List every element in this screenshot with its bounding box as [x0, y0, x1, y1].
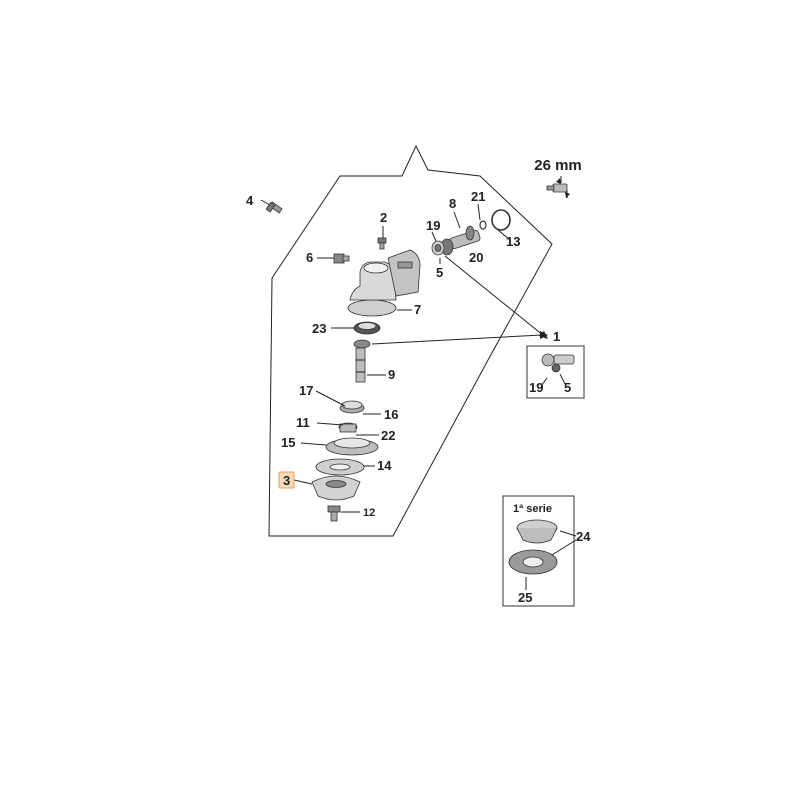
- callout-6-label: 6: [306, 250, 313, 265]
- callout-13-label: 13: [506, 234, 520, 249]
- callout-21[interactable]: 21: [471, 189, 485, 204]
- part-22-spacer: [338, 422, 358, 433]
- callout-19-inset-label: 19: [529, 380, 543, 395]
- inset-box-part-1: [526, 345, 585, 399]
- part-23-bearing: [353, 321, 381, 335]
- callout-4-label: 4: [246, 193, 254, 208]
- callout-13[interactable]: 13: [506, 234, 520, 249]
- callout-25[interactable]: 25: [518, 590, 532, 605]
- inset-part-25-disc: [508, 549, 558, 575]
- callout-15[interactable]: 15: [281, 435, 295, 450]
- inset-part-1-assembly: [541, 353, 575, 373]
- callout-11-label: 11: [296, 415, 310, 430]
- callout-6[interactable]: 6: [306, 250, 313, 265]
- callout-3-label: 3: [283, 473, 290, 488]
- callout-22-label: 22: [381, 428, 395, 443]
- leader-lines: [260, 199, 577, 590]
- callout-19[interactable]: 19: [426, 218, 440, 233]
- callout-2[interactable]: 2: [380, 210, 387, 225]
- inset-part-24-cup: [516, 519, 558, 544]
- callout-12[interactable]: 12: [363, 507, 375, 519]
- callout-1[interactable]: 1: [553, 329, 560, 344]
- part-7-gear-housing: [347, 249, 421, 317]
- part-15-flange: [325, 437, 379, 456]
- highlight-box: [278, 471, 295, 489]
- part-12-bolt: [327, 505, 341, 522]
- dimension-part-icon: [546, 176, 570, 198]
- callout-9-label: 9: [388, 367, 395, 382]
- callout-25-label: 25: [518, 590, 532, 605]
- callout-19-inset[interactable]: 19: [529, 380, 543, 395]
- callout-22[interactable]: 22: [381, 428, 395, 443]
- part-13-circlip: [491, 209, 511, 231]
- callout-23-label: 23: [312, 321, 326, 336]
- part-4-bolt: [265, 201, 283, 214]
- callout-21-label: 21: [471, 189, 485, 204]
- part-21-ring: [479, 220, 487, 230]
- assembly-boundary: [268, 144, 553, 537]
- part-3-cup: [311, 475, 361, 501]
- callout-19-label: 19: [426, 218, 440, 233]
- callout-23[interactable]: 23: [312, 321, 326, 336]
- callout-20[interactable]: 20: [469, 250, 483, 265]
- callout-8-label: 8: [449, 196, 456, 211]
- callout-5-inset-label: 5: [564, 380, 571, 395]
- callout-5[interactable]: 5: [436, 265, 443, 280]
- callout-7[interactable]: 7: [414, 302, 421, 317]
- callout-11[interactable]: 11: [296, 415, 310, 430]
- callout-16[interactable]: 16: [384, 407, 398, 422]
- callout-5-inset[interactable]: 5: [564, 380, 571, 395]
- callout-12-label: 12: [363, 507, 375, 519]
- part-9-output-shaft: [353, 339, 371, 383]
- callout-20-label: 20: [469, 250, 483, 265]
- callout-14-label: 14: [377, 458, 392, 473]
- inset-box-series: [502, 495, 575, 607]
- callout-1-label: 1: [553, 329, 560, 344]
- part-2-screw: [377, 237, 387, 250]
- inset-series-label: 1ª serie: [513, 503, 552, 515]
- dimension-detail: 26 mm: [534, 157, 582, 198]
- callout-24-label: 24: [576, 529, 591, 544]
- part-19-bearing: [431, 240, 445, 256]
- part-6-bolt: [333, 253, 350, 264]
- dimension-label: 26 mm: [534, 157, 582, 174]
- callout-17-label: 17: [299, 383, 313, 398]
- callout-5-label: 5: [436, 265, 443, 280]
- callout-8[interactable]: 8: [449, 196, 456, 211]
- callout-9[interactable]: 9: [388, 367, 395, 382]
- callout-2-label: 2: [380, 210, 387, 225]
- part-16-nut: [339, 400, 365, 414]
- callout-14[interactable]: 14: [377, 458, 392, 473]
- callout-16-label: 16: [384, 407, 398, 422]
- callout-7-label: 7: [414, 302, 421, 317]
- callout-3[interactable]: 3: [283, 473, 290, 488]
- callout-17[interactable]: 17: [299, 383, 313, 398]
- callout-15-label: 15: [281, 435, 295, 450]
- part-14-disc: [315, 458, 365, 476]
- part-8-pinion-shaft: [440, 225, 481, 256]
- callout-24[interactable]: 24: [576, 529, 591, 544]
- callout-4[interactable]: 4: [246, 193, 254, 208]
